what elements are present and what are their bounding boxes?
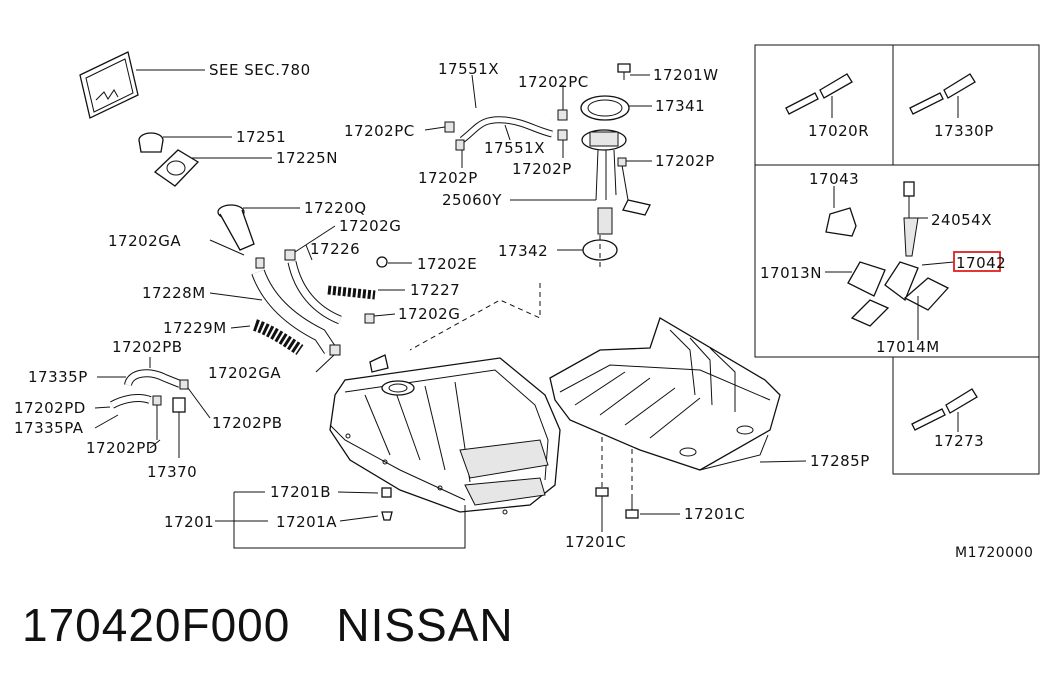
label-17220Q: 17220Q — [304, 199, 367, 217]
label-17202PD-a: 17202PD — [14, 399, 86, 417]
label-17014M: 17014M — [876, 338, 940, 356]
label-17201B: 17201B — [270, 483, 331, 501]
inset-boxes — [754, 44, 1040, 475]
tank-bolts-left — [215, 487, 466, 549]
label-17202PC-b: 17202PC — [518, 73, 589, 91]
label-24054X: 24054X — [931, 211, 992, 229]
inset-17330P-part — [909, 73, 976, 118]
vent-hoses — [424, 74, 568, 168]
filler-lid-part — [79, 51, 205, 119]
tank-protector — [549, 317, 807, 471]
part-caption: 170420F000 NISSAN — [22, 598, 560, 652]
label-17202PB-b: 17202PB — [212, 414, 283, 432]
fuel-sender-unit — [510, 63, 652, 235]
label-17335P: 17335P — [28, 368, 88, 386]
label-17335PA: 17335PA — [14, 419, 84, 437]
label-25060Y: 25060Y — [442, 191, 502, 209]
filler-cap-part — [138, 132, 232, 153]
small-hoses-left — [94, 357, 211, 458]
label-17202P-a: 17202P — [418, 169, 478, 187]
label-17251: 17251 — [236, 128, 286, 146]
highlight-box-17042 — [953, 251, 1001, 272]
label-17201C-a: 17201C — [565, 533, 626, 551]
label-17202GA-b: 17202GA — [208, 364, 281, 382]
label-17225N: 17225N — [276, 149, 338, 167]
filler-neck-assembly — [209, 204, 412, 373]
inset-fuel-pump-assembly — [825, 181, 955, 340]
label-17202PC-a: 17202PC — [344, 122, 415, 140]
label-17273: 17273 — [934, 432, 984, 450]
label-17202P-b: 17202P — [512, 160, 572, 178]
label-17043: 17043 — [809, 170, 859, 188]
fuel-tank — [329, 354, 561, 515]
label-17202E: 17202E — [417, 255, 477, 273]
label-17551X-top: 17551X — [438, 60, 499, 78]
label-17551X-bottom: 17551X — [484, 139, 545, 157]
tank-bolts-right — [595, 487, 680, 532]
gasket-17342 — [557, 239, 618, 261]
label-17201: 17201 — [164, 513, 214, 531]
label-17341: 17341 — [655, 97, 705, 115]
inset-17020R-part — [785, 73, 853, 118]
label-17042: 17042 — [956, 254, 1006, 272]
label-17229M: 17229M — [163, 319, 227, 337]
filler-ring-part — [153, 149, 272, 187]
label-17370: 17370 — [147, 463, 197, 481]
label-17201C-b: 17201C — [684, 505, 745, 523]
label-17202G-a: 17202G — [339, 217, 401, 235]
label-17342: 17342 — [498, 242, 548, 260]
label-17285P: 17285P — [810, 452, 870, 470]
diagram-ref-code: M1720000 — [955, 545, 1033, 561]
label-17226: 17226 — [310, 240, 360, 258]
label-17202P-c: 17202P — [655, 152, 715, 170]
brand-name: NISSAN — [336, 599, 514, 651]
label-17201A: 17201A — [276, 513, 337, 531]
label-17013N: 17013N — [760, 264, 822, 282]
label-17228M: 17228M — [142, 284, 206, 302]
label-17227: 17227 — [410, 281, 460, 299]
part-number: 170420F000 — [22, 599, 291, 651]
label-17330P: 17330P — [934, 122, 994, 140]
inset-17273-part — [911, 388, 978, 432]
label-17202GA-a: 17202GA — [108, 232, 181, 250]
label-17202G-b: 17202G — [398, 305, 460, 323]
label-see-sec: SEE SEC.780 — [209, 61, 311, 79]
label-17202PD-b: 17202PD — [86, 439, 158, 457]
label-17202PB-a: 17202PB — [112, 338, 183, 356]
label-17201W: 17201W — [653, 66, 719, 84]
label-17020R: 17020R — [808, 122, 869, 140]
